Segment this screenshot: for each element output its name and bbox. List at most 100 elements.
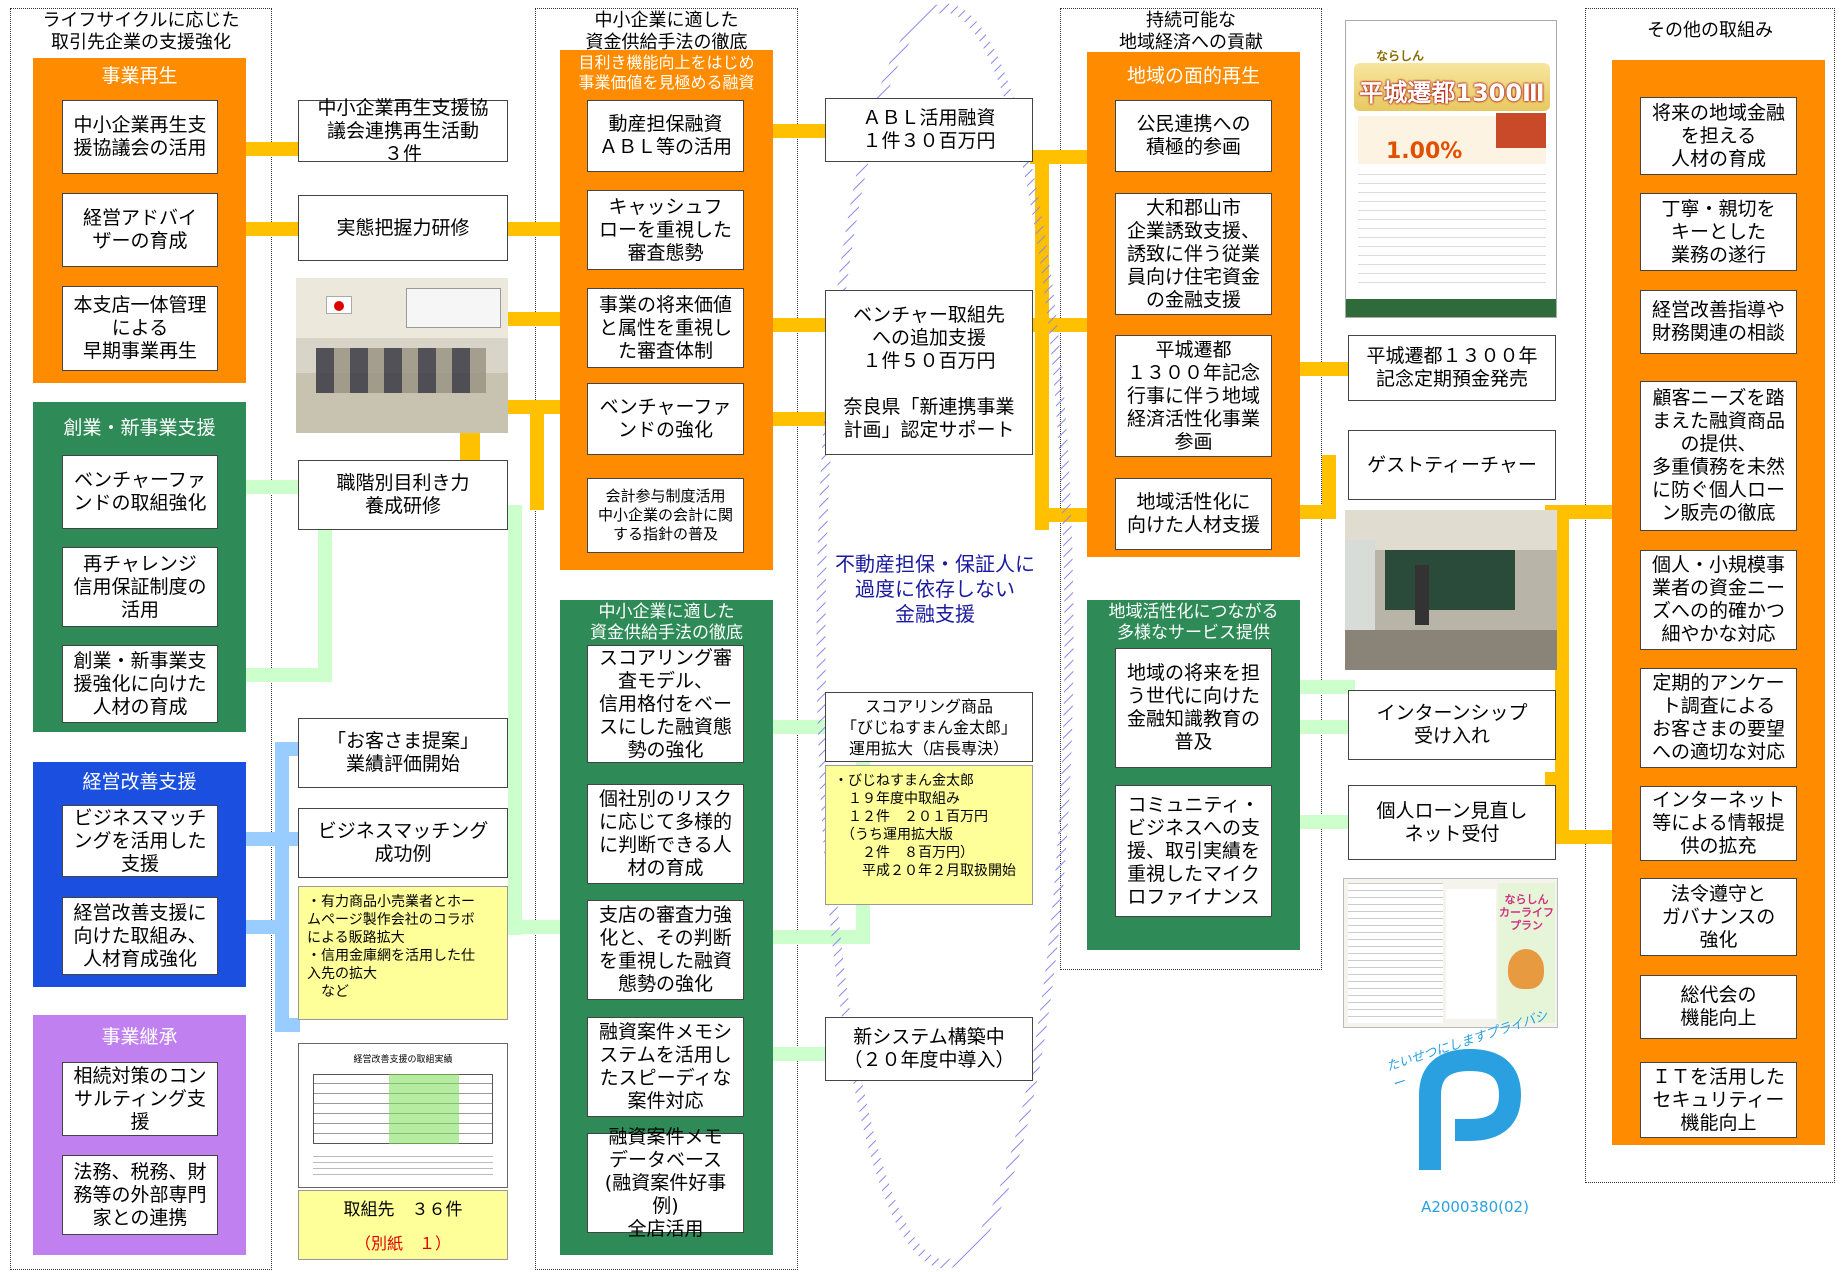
panel-title: 事業継承 (101, 1026, 178, 1048)
poster-banner (1354, 63, 1550, 111)
item-komin-renkei: 公民連携への 積極的参画 (1115, 100, 1272, 172)
connector (245, 668, 320, 682)
note-scoring: ・びじねすまん金太郎 １９年度中取組み １２件 ２０１百万円 （うち運用拡大版 … (825, 765, 1033, 905)
photo-blackboard (1385, 550, 1515, 610)
item-it-security: ＩＴを活用した セキュリティー 機能向上 (1640, 1062, 1797, 1138)
connector (1322, 455, 1336, 519)
image-report-sheet: 経営改善支援の取組実績 (298, 1043, 508, 1188)
item-questionnaire: 定期的アンケー ト調査による お客さまの要望 への適切な対応 (1640, 668, 1797, 768)
sheet-notes (313, 1152, 493, 1180)
item-community-business: コミュニティ・ ビジネスへの支 援、取引実績を 重視したマイク ロファイナンス (1115, 785, 1272, 917)
result-saisei-renkei: 中小企業再生支援協 議会連携再生活動 ３件 (298, 97, 508, 165)
photo-person (1415, 565, 1429, 625)
item-adviser: 経営アドバイ ザーの育成 (62, 193, 218, 267)
item-heijo-sento: 平城遷都 １３００年記念 行事に伴う地域 経済活性化事業 参画 (1115, 335, 1272, 457)
poster-headline: 平城遷都1300Ⅲ (1359, 79, 1545, 107)
item-compliance: 法令遵守と ガバナンスの 強化 (1640, 878, 1797, 956)
poster-temple (1496, 113, 1546, 148)
connector (1295, 362, 1355, 376)
item-internet: インターネット 等による情報提 供の拡充 (1640, 786, 1797, 861)
image-carlife-brochure: ならしん カーライフ プラン (1343, 878, 1558, 1028)
result-new-system: 新システム構築中 （２０年度中導入） (825, 1017, 1033, 1081)
connector (1545, 772, 1569, 786)
flag-icon (326, 296, 352, 314)
connector (770, 318, 830, 332)
column-title-funding: 中小企業に適した 資金供給手法の徹底 (537, 10, 796, 54)
item-rechallenge: 再チャレンジ 信用保証制度の 活用 (62, 547, 218, 627)
panel-title: 経営改善支援 (82, 771, 197, 793)
connector (1545, 830, 1620, 844)
column-title-regional: 持続可能な 地域経済への貢献 (1062, 10, 1320, 54)
item-kinyu-kyoiku: 地域の将来を担 う世代に向けた 金融知識教育の 普及 (1115, 648, 1272, 768)
column-title-other: その他の取組み (1647, 20, 1773, 41)
connector (318, 520, 332, 682)
item-koshabetsu: 個社別のリスク に応じて多様的 に判断できる人 材の育成 (587, 784, 744, 884)
result-intern: インターンシップ 受け入れ (1348, 690, 1556, 760)
item-honshiten: 本支店一体管理 による 早期事業再生 (62, 286, 218, 371)
photo-whiteboard (406, 288, 501, 328)
connector (1295, 720, 1355, 734)
item-teinei-shinsetsu: 丁寧・親切を キーとした 業務の遂行 (1640, 193, 1797, 271)
result-bessi: （別紙 １） (354, 1234, 451, 1253)
image-heijo-poster: ならしん 平城遷都1300Ⅲ 1.00% (1345, 20, 1557, 318)
result-scoring: スコアリング商品 「びじねすまん金太郎」 運用拡大（店長専決） (825, 692, 1033, 762)
connector (770, 930, 870, 944)
connector (1555, 505, 1569, 830)
photo-ceiling (1345, 510, 1557, 550)
connector (508, 505, 522, 935)
result-loan-net: 個人ローン見直し ネット受付 (1348, 785, 1556, 860)
poster-rate: 1.00% (1386, 139, 1463, 164)
connector (770, 124, 830, 138)
privacy-code: A2000380(02) (1421, 1198, 1529, 1216)
connector (770, 720, 830, 734)
connector (275, 742, 289, 1032)
oval-caption: 不動産担保・保証人に 過度に依存しない 金融支援 (835, 552, 1035, 626)
item-business-matching: ビジネスマッチ ングを活用した 支援 (62, 805, 218, 877)
panel-title: 創業・新事業支援 (63, 417, 216, 439)
connector (770, 412, 830, 426)
deer-mascot-icon (1508, 949, 1544, 989)
result-heijo-teiki: 平城遷都１３００年 記念定期預金発売 (1348, 335, 1556, 401)
result-abl: ＡＢＬ活用融資 １件３０百万円 (825, 98, 1033, 162)
column-frame-regional (1060, 8, 1322, 970)
item-scoring: スコアリング審 査モデル、 信用格付をベー スにした融資態 勢の強化 (587, 645, 744, 763)
photo-classroom (1345, 510, 1557, 670)
item-abl: 動産担保融資 ＡＢＬ等の活用 (587, 100, 744, 172)
item-jinzai-shien: 地域活性化に 向けた人材支援 (1115, 478, 1272, 550)
connector (245, 142, 300, 156)
column-title-lifecycle: ライフサイクルに応じた 取引先企業の支援強化 (12, 10, 270, 54)
connector (245, 480, 300, 494)
brochure-left (1348, 883, 1443, 1023)
result-torikumi-box (298, 1190, 508, 1260)
connector (1295, 680, 1355, 694)
result-venture: ベンチャー取組先 への追加支援 １件５０百万円 奈良県「新連携事業 計画」認定サ… (825, 290, 1033, 455)
privacy-mark-icon (1419, 1048, 1522, 1170)
item-kaikei-sanyo: 会計参与制度活用 中小企業の会計に関 する指針の普及 (587, 478, 744, 553)
item-saisei-kyogikai: 中小企業再生支 援協議会の活用 (62, 100, 218, 174)
item-kaizen-jinzai: 経営改善支援に 向けた取組み、 人材育成強化 (62, 897, 218, 975)
item-memo-database: 融資案件メモ データベース (融資案件好事例) 全店活用 (587, 1126, 744, 1240)
connector (245, 222, 300, 236)
result-okyakusama: 「お客さま提案」 業績評価開始 (298, 718, 508, 788)
column-frame-other (1585, 8, 1835, 1183)
column-frame-funding (535, 8, 798, 1270)
item-shorai-kachi: 事業の将来価値 と属性を重視し た審査体制 (587, 288, 744, 368)
result-torikumi: 取組先 ３６件 (343, 1200, 463, 1220)
poster-text (1358, 171, 1546, 291)
connector (245, 832, 300, 846)
item-sodaikai: 総代会の 機能向上 (1640, 975, 1797, 1039)
item-memo-system: 融資案件メモシ ステムを活用し たスピーディな 案件対応 (587, 1017, 744, 1117)
item-yamatokoriyama: 大和郡山市 企業誘致支援、 誘致に伴う従業 員向け住宅資金 の金融支援 (1115, 193, 1272, 315)
panel-title: 地域活性化につながる 多様なサービス提供 (1108, 602, 1279, 643)
connector (530, 400, 544, 510)
photo-people (316, 348, 486, 393)
item-shiten-shinsa: 支店の審査力強 化と、その判断 を重視した融資 態勢の強化 (587, 900, 744, 1000)
oval-highlight (816, 3, 1074, 1269)
connector (275, 1018, 300, 1032)
poster-footer (1346, 299, 1556, 317)
column-frame-lifecycle (10, 8, 272, 1270)
item-sozoku: 相続対策のコン サルティング支 援 (62, 1062, 218, 1136)
brochure-mid (1446, 889, 1496, 1019)
panel-title: 事業再生 (101, 65, 178, 87)
photo-floor (1345, 630, 1557, 670)
